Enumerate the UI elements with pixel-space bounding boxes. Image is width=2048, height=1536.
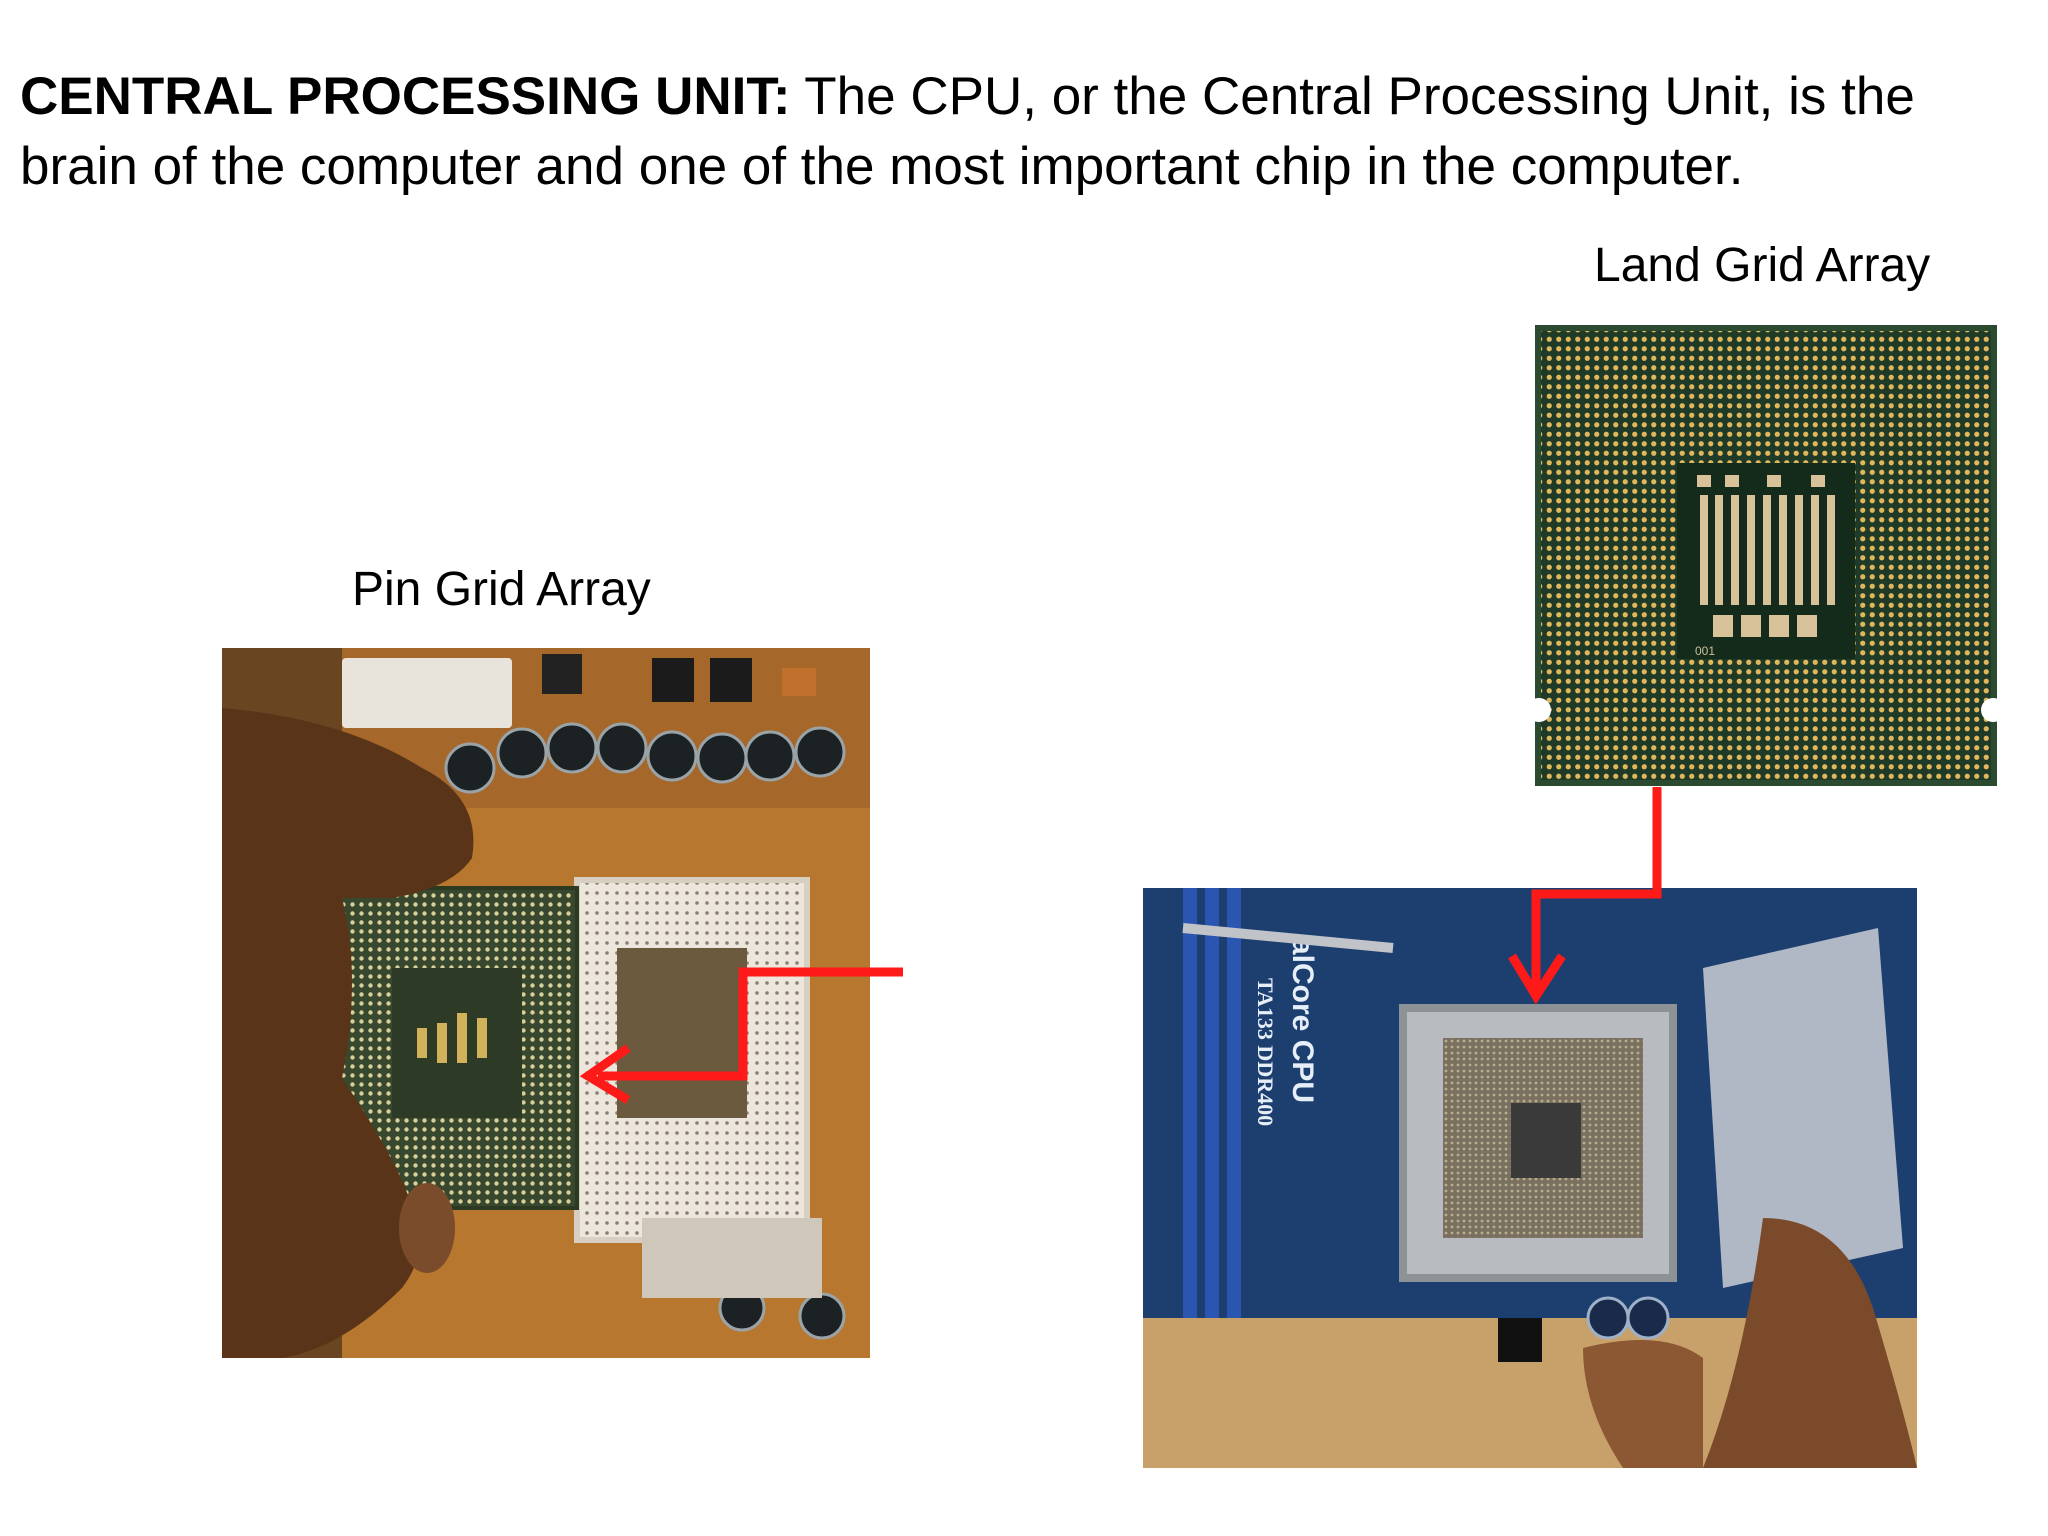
pin-grid-array-photo — [222, 648, 870, 1358]
board-text-cpu: alCore CPU — [1286, 938, 1319, 1103]
pin-grid-array-label: Pin Grid Array — [352, 563, 651, 616]
heading-bold: CENTRAL PROCESSING UNIT: — [20, 67, 791, 126]
board-text-ddr: TA133 DDR400 — [1253, 978, 1278, 1126]
land-grid-array-chip-photo: 001 — [1535, 325, 1997, 786]
land-grid-array-label: Land Grid Array — [1594, 239, 1931, 292]
land-grid-array-socket-photo: alCore CPU TA133 DDR400 — [1143, 888, 1917, 1468]
chip-silk-text: 001 — [1695, 644, 1715, 658]
heading-text: The CPU, or the Central Processing Unit,… — [20, 67, 1915, 196]
slide-heading: CENTRAL PROCESSING UNIT: The CPU, or the… — [20, 62, 2020, 202]
